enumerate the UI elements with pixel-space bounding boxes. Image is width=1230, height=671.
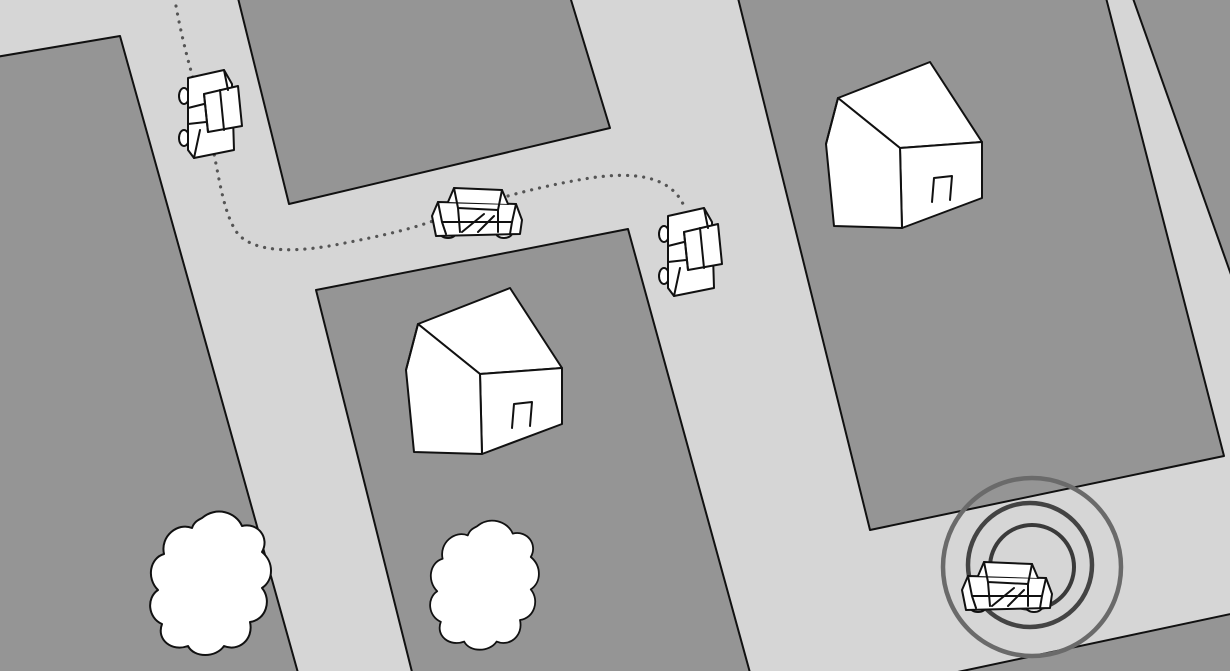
car-icon [179, 70, 242, 158]
car-icon [659, 208, 722, 296]
